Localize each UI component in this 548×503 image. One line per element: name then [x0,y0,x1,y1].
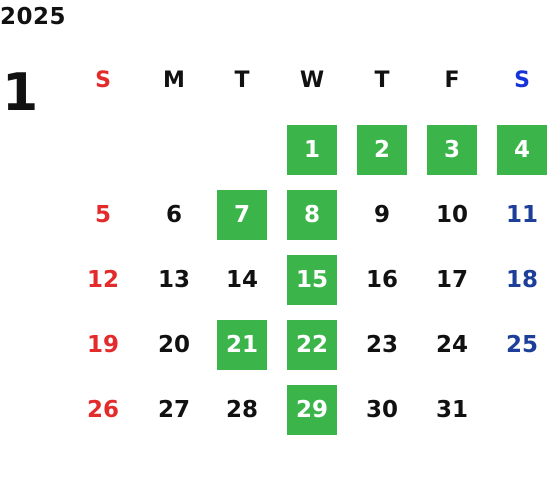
weekday-header-5: F [444,68,460,93]
day-cell-20[interactable]: 20 [157,331,190,358]
day-cell-28[interactable]: 28 [225,396,258,423]
day-cell-19[interactable]: 19 [86,331,119,358]
day-cell-10[interactable]: 10 [435,201,468,228]
weekday-header-6: S [514,68,530,93]
day-cell-9[interactable]: 9 [373,201,390,228]
day-cell-8[interactable]: 8 [287,190,337,240]
day-cell-27[interactable]: 27 [157,396,190,423]
day-cell-24[interactable]: 24 [435,331,468,358]
day-cell-30[interactable]: 30 [365,396,398,423]
weekday-header-4: T [374,68,390,93]
day-cell-21[interactable]: 21 [217,320,267,370]
day-cell-11[interactable]: 11 [505,201,538,228]
weekday-header-2: T [234,68,250,93]
day-cell-3[interactable]: 3 [427,125,477,175]
day-cell-15[interactable]: 15 [287,255,337,305]
day-cell-6[interactable]: 6 [165,201,182,228]
day-cell-29[interactable]: 29 [287,385,337,435]
day-cell-1[interactable]: 1 [287,125,337,175]
day-cell-2[interactable]: 2 [357,125,407,175]
weekday-header-0: S [95,68,111,93]
day-cell-22[interactable]: 22 [287,320,337,370]
day-cell-26[interactable]: 26 [86,396,119,423]
day-cell-25[interactable]: 25 [505,331,538,358]
day-cell-16[interactable]: 16 [365,266,398,293]
day-cell-5[interactable]: 5 [94,201,111,228]
day-cell-17[interactable]: 17 [435,266,468,293]
year-label: 2025 [0,4,67,30]
day-cell-4[interactable]: 4 [497,125,547,175]
day-cell-18[interactable]: 18 [505,266,538,293]
day-cell-7[interactable]: 7 [217,190,267,240]
day-cell-13[interactable]: 13 [157,266,190,293]
day-cell-14[interactable]: 14 [225,266,258,293]
day-cell-23[interactable]: 23 [365,331,398,358]
day-cell-31[interactable]: 31 [435,396,468,423]
day-cell-12[interactable]: 12 [86,266,119,293]
weekday-header-1: M [163,68,185,93]
month-number: 1 [2,63,39,123]
weekday-header-3: W [299,68,325,93]
